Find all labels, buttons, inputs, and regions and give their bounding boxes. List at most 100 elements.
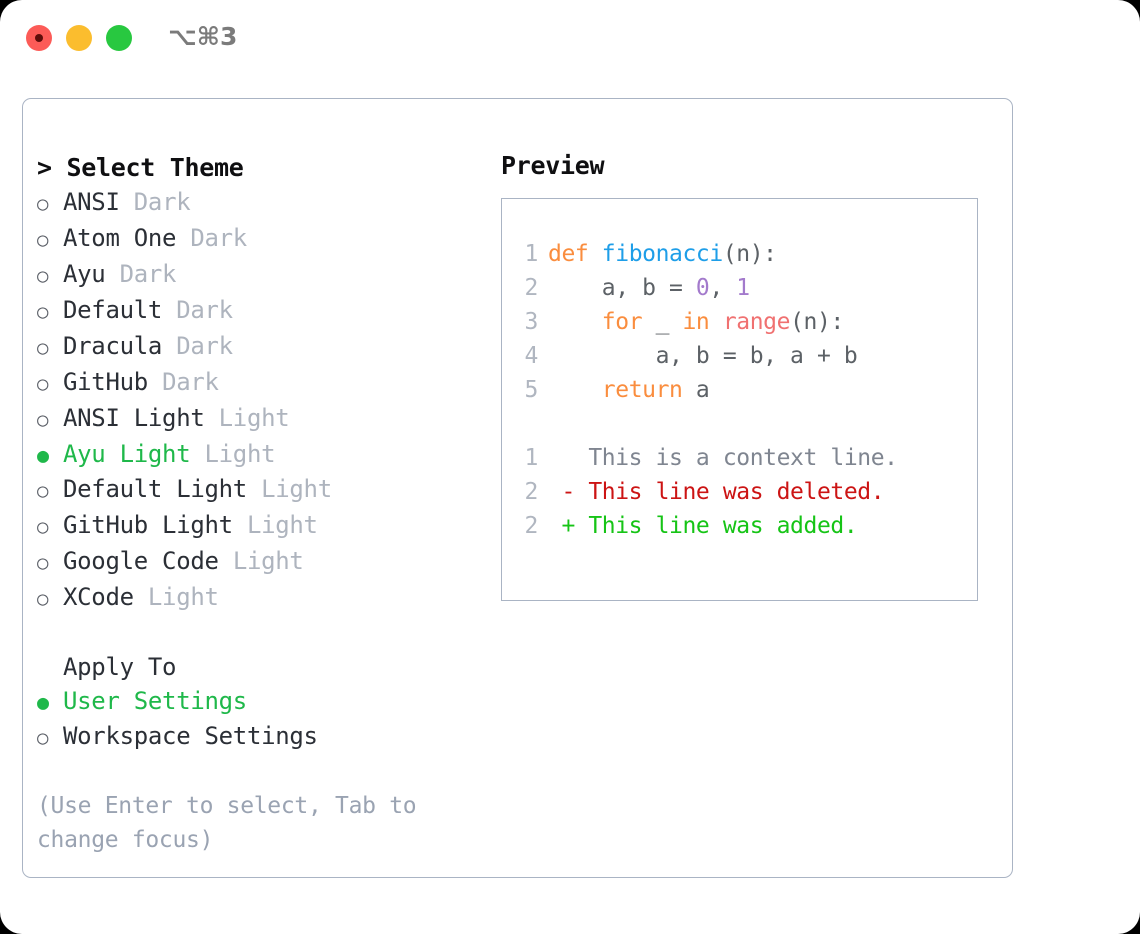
theme-option-kind: Dark	[190, 224, 247, 252]
code-token: 1	[736, 275, 750, 301]
line-number: 5	[524, 377, 539, 403]
spacer	[105, 257, 119, 291]
minimize-button-icon[interactable]	[66, 25, 92, 51]
spacer	[120, 185, 134, 219]
theme-option-label: ANSI Light	[63, 404, 205, 432]
code-token	[548, 309, 602, 335]
radio-unselected-icon: ○	[37, 516, 49, 538]
spacer	[190, 437, 204, 471]
theme-option-dracula[interactable]: ○ Dracula Dark	[37, 329, 487, 365]
apply-to-option-workspace-settings[interactable]: ○Workspace Settings	[37, 719, 487, 755]
code-token: a, b =	[548, 275, 696, 301]
code-token: fibonacci	[601, 241, 723, 267]
line-number: 1	[524, 241, 539, 267]
code-line: 5 return a	[516, 373, 898, 407]
theme-option-kind: Dark	[119, 260, 177, 288]
apply-to-option-label: Workspace Settings	[63, 722, 318, 750]
line-number: 2	[524, 513, 539, 539]
theme-option-label: XCode	[63, 583, 134, 611]
spacer	[233, 508, 247, 542]
theme-option-label: Default	[63, 296, 163, 324]
code-token: a, b = b, a + b	[548, 343, 858, 369]
theme-option-list[interactable]: ○ANSI Dark○Atom One Dark○Ayu Dark○Defaul…	[37, 185, 487, 616]
code-token	[548, 377, 602, 403]
radio-selected-icon: ●	[37, 690, 49, 714]
radio-unselected-icon: ○	[37, 552, 49, 574]
spacer	[162, 293, 176, 327]
theme-option-ayu-light[interactable]: ●Ayu Light Light	[37, 437, 487, 472]
spacer	[205, 401, 219, 435]
radio-unselected-icon: ○	[37, 301, 49, 323]
code-line: 3 for _ in range(n):	[516, 305, 898, 339]
theme-option-default-light[interactable]: ○Default Light Light	[37, 472, 487, 508]
code-token: return	[601, 377, 683, 403]
theme-option-kind: Light	[232, 547, 304, 575]
theme-option-ansi[interactable]: ○ANSI Dark	[37, 185, 487, 221]
theme-option-kind: Light	[204, 440, 276, 468]
theme-option-xcode[interactable]: ○ XCode Light	[37, 580, 487, 616]
title-bar: ⌥⌘3	[0, 0, 1140, 76]
theme-option-kind: Dark	[176, 296, 233, 324]
theme-option-kind: Dark	[176, 332, 233, 360]
theme-option-ayu[interactable]: ○ Ayu Dark	[37, 257, 487, 293]
theme-option-kind: Light	[147, 583, 219, 611]
theme-option-label: Ayu	[63, 260, 106, 288]
theme-option-label: GitHub Light	[63, 511, 233, 539]
radio-selected-icon: ●	[37, 443, 49, 467]
theme-option-label: Google Code	[63, 547, 219, 575]
code-token: _	[642, 309, 683, 335]
theme-option-github[interactable]: ○GitHub Dark	[37, 365, 487, 401]
keyboard-shortcut-label: ⌥⌘3	[168, 22, 238, 51]
theme-option-label: ANSI	[63, 188, 120, 216]
code-token: range	[722, 309, 791, 335]
theme-option-github-light[interactable]: ○ GitHub Light Light	[37, 508, 487, 544]
theme-option-kind: Light	[218, 404, 290, 432]
select-theme-heading: > Select Theme	[37, 153, 244, 182]
code-token: (n):	[790, 309, 844, 335]
theme-option-default[interactable]: ○ Default Dark	[37, 293, 487, 329]
line-number: 1	[524, 445, 539, 471]
theme-option-ansi-light[interactable]: ○ANSI Light Light	[37, 401, 487, 437]
apply-to-option-list[interactable]: ● User Settings ○Workspace Settings	[37, 684, 487, 755]
close-button-icon[interactable]	[26, 25, 52, 51]
code-token	[709, 309, 722, 335]
radio-unselected-icon: ○	[37, 229, 49, 251]
theme-option-label: Dracula	[63, 332, 163, 360]
apply-to-option-user-settings[interactable]: ● User Settings	[37, 684, 487, 719]
theme-list-column: > Select Theme ○ANSI Dark○Atom One Dark○…	[37, 151, 487, 857]
maximize-button-icon[interactable]	[106, 25, 132, 51]
theme-selector-panel: > Select Theme ○ANSI Dark○Atom One Dark○…	[22, 98, 1013, 878]
radio-unselected-icon: ○	[37, 480, 49, 502]
theme-option-google-code[interactable]: ○ Google Code Light	[37, 544, 487, 580]
radio-unselected-icon: ○	[37, 337, 49, 359]
code-token: for	[601, 309, 643, 335]
theme-option-kind: Light	[246, 511, 318, 539]
preview-heading: Preview	[501, 151, 605, 180]
code-token: + This line was added.	[548, 513, 858, 539]
spacer	[247, 472, 261, 506]
diff-line: 2 - This line was deleted.	[516, 475, 898, 509]
radio-unselected-icon: ○	[37, 265, 49, 287]
apply-to-heading: Apply To	[63, 653, 177, 681]
radio-unselected-icon: ○	[37, 588, 49, 610]
spacer	[162, 329, 176, 363]
code-token: in	[682, 309, 710, 335]
theme-option-label: Default Light	[63, 475, 247, 503]
line-number: 4	[524, 343, 539, 369]
code-line: 2 a, b = 0, 1	[516, 271, 898, 305]
code-token: - This line was deleted.	[548, 479, 885, 505]
spacer	[176, 221, 190, 255]
apply-to-option-label: User Settings	[63, 687, 247, 715]
code-token: This is a context line.	[548, 445, 898, 471]
theme-option-atom-one[interactable]: ○Atom One Dark	[37, 221, 487, 257]
code-token: (n):	[722, 241, 777, 267]
apply-to-section: Apply To ● User Settings ○Workspace Settin…	[37, 650, 487, 755]
radio-unselected-icon: ○	[37, 373, 49, 395]
radio-unselected-icon: ○	[37, 193, 49, 215]
spacer	[134, 580, 148, 614]
